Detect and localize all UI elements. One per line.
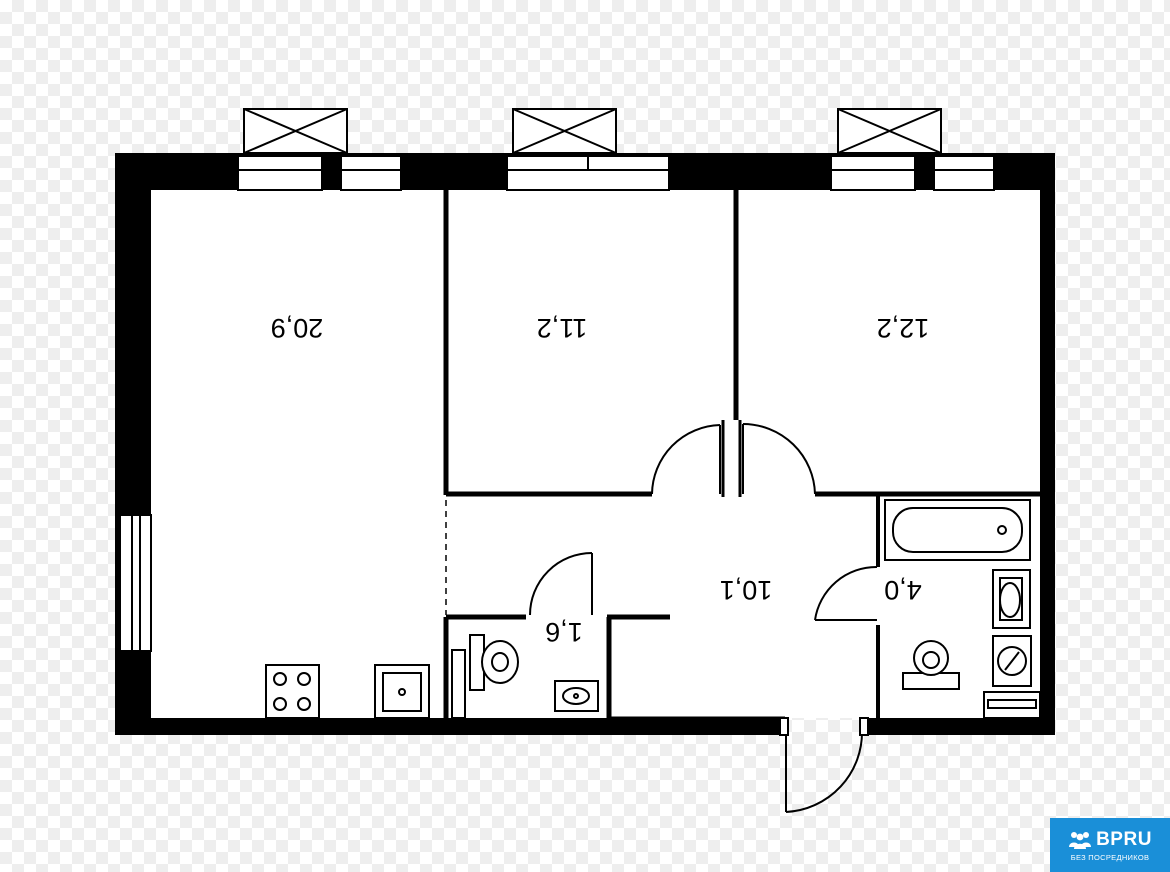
badge-tagline: БЕЗ ПОСРЕДНИКОВ (1070, 852, 1150, 862)
interior-walls (443, 190, 1040, 720)
people-group-icon (1069, 831, 1092, 849)
badge-brand-row: BPRU (1068, 829, 1152, 851)
left-window (119, 514, 152, 652)
room-area-bedroom-right: 12,2 (877, 313, 930, 343)
door-swings (529, 423, 878, 813)
room-area-hallway: 10,1 (720, 575, 773, 605)
entrance-door (779, 717, 869, 736)
room-area-toilet: 1,6 (545, 617, 583, 647)
top-windows (237, 155, 995, 191)
bpru-badge[interactable]: BPRU БЕЗ ПОСРЕДНИКОВ (1050, 818, 1170, 872)
badge-brand: BPRU (1096, 828, 1152, 850)
room-area-living: 20,9 (271, 313, 324, 343)
bathroom-fixtures (884, 499, 1041, 719)
room-area-bedroom-middle: 11,2 (537, 313, 588, 343)
toilet-room-fixtures (451, 634, 599, 719)
kitchen-sink-icon (374, 664, 430, 719)
floor-area (151, 190, 1040, 718)
room-labels: 20,9 11,2 12,2 10,1 1,6 4,0 (271, 313, 930, 647)
ac-units (243, 108, 942, 154)
stove-icon (265, 664, 320, 719)
room-area-bathroom: 4,0 (884, 575, 922, 605)
